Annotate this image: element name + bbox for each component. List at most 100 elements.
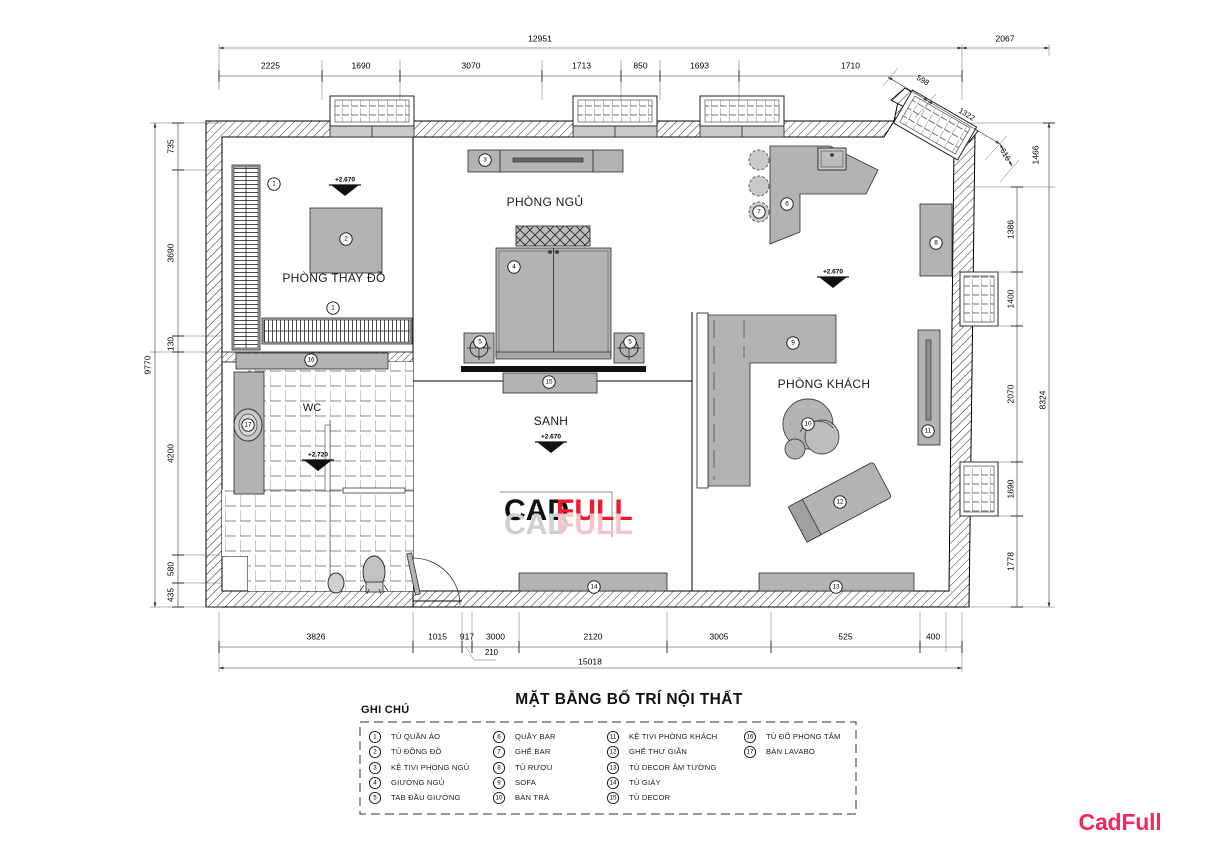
dim-right-4: 1690 [1005,479,1015,498]
room-label-phong-khach: PHÒNG KHÁCH [778,376,871,391]
level-marker-sanh: +2.670 [535,434,567,453]
dim-top-overall-left: 12951 [528,33,552,43]
entry-door [406,552,462,606]
dim-left-3: 4200 [165,444,175,463]
dim-top-5: 1693 [690,60,709,70]
watermark-cadfull: CAD FULL CAD FULL [500,491,633,541]
dim-top-1: 1690 [352,60,371,70]
wardrobe-left [231,164,261,351]
furniture-tag-1: 1 [326,301,340,315]
watermark-full-reflection: FULL [556,508,633,541]
legend-item-11: 11 KỆ TIVI PHÒNG KHÁCH [606,730,717,744]
bidet [327,572,345,594]
right-windows [959,271,999,517]
dim-right-1: 1386 [1005,220,1015,239]
dim-left-4: 580 [165,562,175,576]
legend-num-4: 4 [373,780,377,787]
dim-bottom-3: 3000 [486,631,505,641]
watermark-full: FULL [556,494,633,527]
legend-num-6: 6 [497,734,501,741]
dim-left-1: 3690 [165,243,175,262]
furniture-tag-5: 5 [473,335,487,349]
svg-text:4: 4 [512,264,516,271]
watermark-cad-reflection: CAD [504,508,569,541]
bedroom-tv-shelf [467,149,624,173]
dim-right-overall: 8324 [1037,390,1047,409]
bed-base-shadow [461,366,646,372]
level-marker-thay-do: +2.670 [329,177,361,196]
furniture-tag-12: 12 [833,495,847,509]
window-right-2 [959,461,999,517]
svg-text:5: 5 [478,339,482,346]
furniture-tag-10: 10 [801,417,815,431]
legend-label-11: KỆ TIVI PHÒNG KHÁCH [629,732,717,741]
legend-label-17: BÀN LAVABO [766,747,815,756]
window-angled [892,89,978,161]
dim-bottom-note: 210 [485,648,499,657]
dim-bottom-1: 1015 [428,631,447,641]
dim-bottom-overall: 15018 [578,656,602,666]
dim-left-overall: 9770 [142,355,152,374]
svg-text:7: 7 [757,209,761,216]
svg-text:14: 14 [590,584,598,591]
legend-heading: GHI CHÚ [361,703,410,716]
furniture-tag-4: 4 [507,260,521,274]
legend-label-9: SOFA [515,778,537,787]
dim-bottom-6: 525 [838,631,852,641]
dim-bottom-2: 917 [460,631,474,641]
legend-num-11: 11 [610,734,617,741]
svg-text:8: 8 [934,240,938,247]
legend-label-4: GIƯỜNG NGỦ [391,778,444,787]
dim-top-3: 1713 [572,60,591,70]
legend-label-10: BÀN TRÀ [515,793,550,802]
lavabo-counter [233,371,265,495]
level-value-khach: +2.670 [823,269,843,276]
level-marker-khach: +2.670 [817,269,849,288]
legend-label-6: QUẦY BAR [515,731,556,741]
legend-label-7: GHẾ BAR [515,746,551,756]
legend-num-15: 15 [610,795,617,802]
toilet [359,555,389,595]
svg-text:11: 11 [925,428,932,435]
furniture-tag-15: 15 [542,375,556,389]
legend-item-4: 4 GIƯỜNG NGỦ [368,776,444,790]
furniture-tag-8: 8 [929,236,943,250]
dim-right-0: 1466 [1030,145,1040,164]
legend-label-3: KỆ TIVI PHÒNG NGỦ [391,763,469,772]
corner-brand: CadFull [1079,809,1162,835]
legend-num-1: 1 [373,734,377,741]
legend-label-16: TỦ ĐỒ PHÒNG TẮM [766,731,841,741]
furniture-tag-7: 7 [752,205,766,219]
svg-text:5: 5 [628,339,632,346]
legend-label-8: TỦ RƯỢU [515,763,553,772]
legend-num-8: 8 [497,765,501,772]
dim-left-2: 130 [165,337,175,351]
svg-text:2: 2 [344,236,348,243]
svg-text:17: 17 [244,422,252,429]
legend-num-3: 3 [373,765,377,772]
room-label-phong-thay-do: PHÒNG THAY ĐỒ [282,270,385,285]
dim-top-overall-right: 2067 [996,33,1015,43]
legend-item-6: 6 QUẦY BAR [492,730,556,744]
bed-headboard [515,225,591,247]
level-value-sanh: +2.670 [541,434,561,441]
dim-top-4: 850 [633,60,647,70]
dim-right-5: 1778 [1005,552,1015,571]
dim-bottom-5: 3005 [710,631,729,641]
legend-item-3: 3 KỆ TIVI PHÒNG NGỦ [368,761,469,775]
svg-text:1: 1 [331,305,335,312]
dim-left-5: 435 [165,588,175,602]
furniture-tag-17: 17 [241,418,255,432]
furniture-tag-9: 9 [786,336,800,350]
